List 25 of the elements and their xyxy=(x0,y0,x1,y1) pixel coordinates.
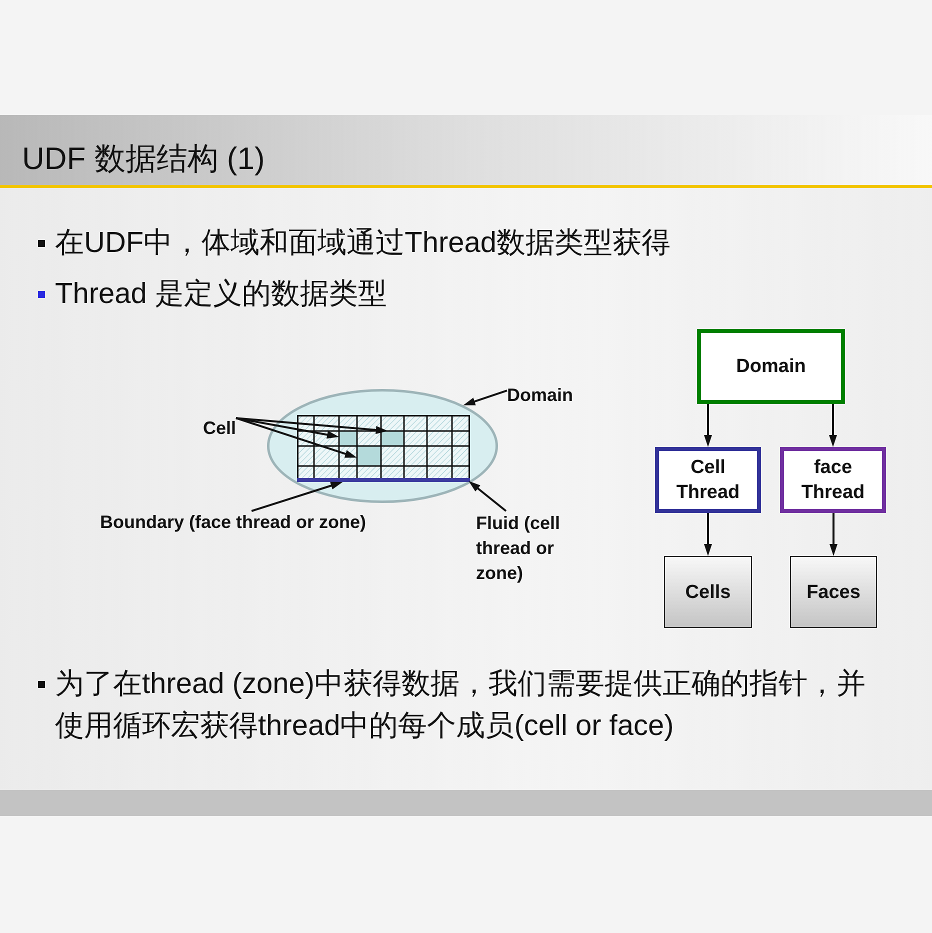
region-ellipse xyxy=(267,389,498,503)
arrow xyxy=(704,404,712,447)
callout-label: Cell xyxy=(203,417,236,439)
arrow xyxy=(236,417,357,458)
process-box: Domain xyxy=(697,329,845,404)
slide-title: UDF 数据结构 (1) xyxy=(22,141,265,177)
arrow xyxy=(830,513,838,556)
arrow xyxy=(463,390,508,406)
bullet-text: Thread 是定义的数据类型 xyxy=(55,277,387,312)
arrow xyxy=(236,417,388,434)
callout-label: Domain xyxy=(507,384,574,406)
bullet-text: 在UDF中，体域和面域通过Thread数据类型获得 xyxy=(55,226,670,261)
mesh-grid xyxy=(297,415,470,481)
process-box: Cell Thread xyxy=(655,447,761,513)
shaded-cell xyxy=(357,446,381,466)
process-box: Cells xyxy=(664,556,752,628)
arrow xyxy=(829,404,837,447)
callout-label: Fluid (cell thread or zone) xyxy=(476,511,576,586)
arrow xyxy=(468,480,507,512)
callout-label: Boundary (face thread or zone) xyxy=(100,511,366,533)
arrow xyxy=(251,482,343,512)
process-box: Faces xyxy=(790,556,877,628)
arrow xyxy=(704,513,712,556)
bullet-text: 为了在thread (zone)中获得数据，我们需要提供正确的指针，并使用循环宏获得thread中的每个成员(cell or face) xyxy=(55,667,866,744)
process-box: face Thread xyxy=(780,447,886,513)
